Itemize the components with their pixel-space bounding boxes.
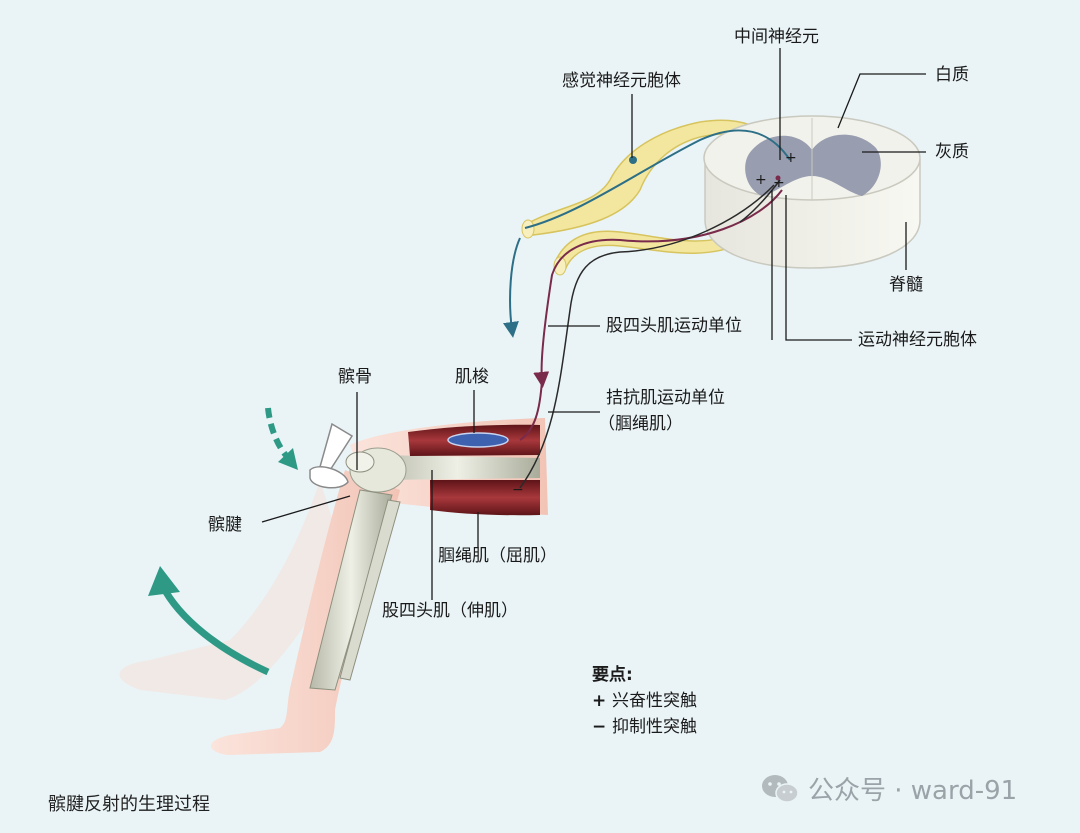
key-text-excitatory: 兴奋性突触	[612, 691, 697, 711]
bones	[309, 447, 540, 691]
svg-text:+: +	[755, 172, 767, 188]
label-white-matter: 白质	[935, 65, 969, 85]
svg-text:+: +	[773, 175, 785, 191]
key-item-inhibitory: −抑制性突触	[592, 714, 697, 740]
label-antagonist-motor-unit: 拮抗肌运动单位	[606, 388, 725, 408]
key-title: 要点:	[592, 665, 633, 685]
label-spinal-cord: 脊髓	[889, 275, 923, 295]
watermark: 公众号 · ward-91	[760, 770, 1017, 807]
neural-pathways: + + +	[519, 129, 797, 489]
key-item-excitatory: +兴奋性突触	[592, 688, 697, 714]
label-quadriceps: 股四头肌（伸肌）	[382, 601, 518, 621]
label-motor-neuron-cell-body: 运动神经元胞体	[858, 330, 977, 350]
svg-text:+: +	[785, 150, 797, 166]
figure-caption: 髌腱反射的生理过程	[48, 794, 210, 815]
key-text-inhibitory: 抑制性突触	[612, 717, 697, 737]
key-legend: 要点: +兴奋性突触 −抑制性突触	[592, 662, 697, 740]
label-antagonist-muscle: （腘绳肌）	[598, 414, 683, 434]
label-patellar-tendon: 髌腱	[208, 515, 242, 535]
label-gray-matter: 灰质	[935, 142, 969, 162]
minus-symbol: −	[592, 717, 607, 737]
label-patella: 髌骨	[338, 367, 372, 387]
muscles	[408, 424, 540, 516]
wechat-icon	[762, 774, 799, 803]
inhibitory-marker: −	[512, 482, 524, 498]
label-hamstring: 腘绳肌（屈肌）	[438, 546, 557, 566]
kick-arrow-icon	[148, 566, 270, 676]
reflex-hammer-icon	[309, 422, 354, 489]
plus-symbol: +	[592, 691, 607, 711]
watermark-text: 公众号 · ward-91	[808, 776, 1018, 806]
label-muscle-spindle: 肌梭	[455, 367, 489, 387]
leader-lines	[261, 48, 926, 600]
label-quadriceps-motor-unit: 股四头肌运动单位	[606, 316, 742, 336]
tap-arrow-icon	[265, 407, 298, 470]
label-interneuron: 中间神经元	[734, 27, 819, 47]
spinal-cord	[703, 115, 921, 269]
label-sensory-cell-body: 感觉神经元胞体	[562, 71, 681, 91]
